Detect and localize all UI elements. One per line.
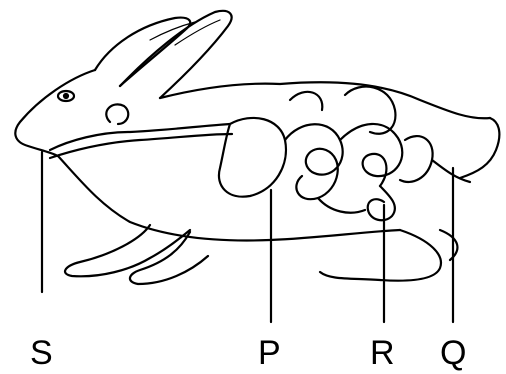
label-r: R xyxy=(370,334,395,372)
rabbit-front-leg xyxy=(65,225,190,276)
label-q: Q xyxy=(440,334,466,372)
rabbit-head xyxy=(15,70,95,156)
rabbit-tail xyxy=(460,118,499,178)
small-intestine xyxy=(285,124,343,199)
label-p: P xyxy=(258,334,281,372)
rabbit-belly xyxy=(58,156,400,240)
rabbit-back xyxy=(160,82,490,118)
rabbit-ear-front xyxy=(120,11,232,98)
esophagus xyxy=(50,124,230,150)
label-s: S xyxy=(30,334,53,372)
rabbit-hind-leg xyxy=(320,230,441,281)
rectum xyxy=(432,160,470,182)
stomach xyxy=(219,118,286,197)
